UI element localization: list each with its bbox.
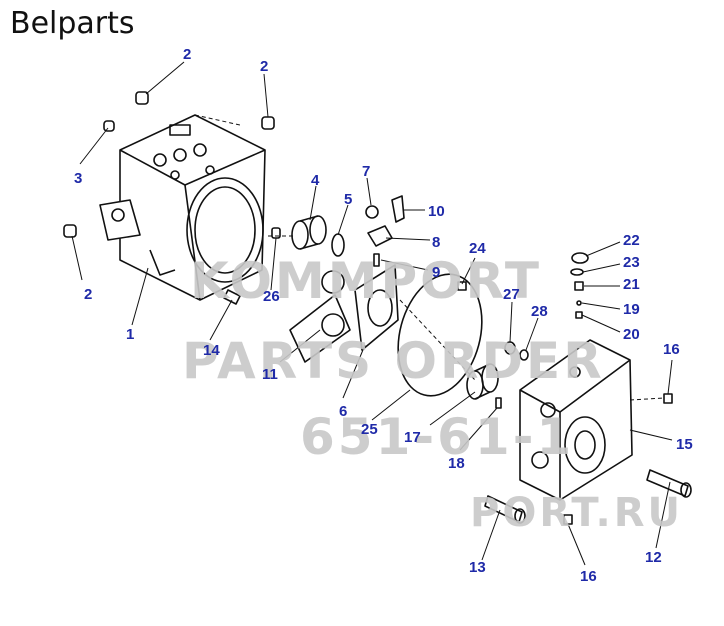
callout-28: 28 xyxy=(531,303,548,320)
block-8 xyxy=(367,225,393,247)
watermark-line-4: PORT.RU xyxy=(470,490,684,536)
bearing-4 xyxy=(291,215,327,250)
callout-1: 1 xyxy=(126,326,135,343)
callout-4: 4 xyxy=(311,172,320,189)
callout-8: 8 xyxy=(432,234,441,251)
swash-plate-6 xyxy=(354,264,399,351)
plug-20 xyxy=(575,311,583,319)
callout-12: 12 xyxy=(645,549,662,566)
callout-19: 19 xyxy=(623,301,640,318)
callout-10: 10 xyxy=(428,203,445,220)
callout-17: 17 xyxy=(404,429,421,446)
pin-14 xyxy=(223,289,241,305)
pin-18 xyxy=(495,397,502,409)
bolt-13 xyxy=(484,495,523,523)
callout-25: 25 xyxy=(361,421,378,438)
callout-16-top: 16 xyxy=(663,341,680,358)
shoe-plate-11 xyxy=(289,294,351,363)
ring-23 xyxy=(570,268,584,276)
callout-26: 26 xyxy=(263,288,280,305)
callout-18: 18 xyxy=(448,455,465,472)
callout-7: 7 xyxy=(362,163,371,180)
callout-23: 23 xyxy=(623,254,640,271)
ball-19 xyxy=(576,300,582,306)
callout-21: 21 xyxy=(623,276,640,293)
callout-15: 15 xyxy=(676,436,693,453)
bolt-10 xyxy=(391,195,405,223)
pump-housing xyxy=(99,114,266,301)
ball-7 xyxy=(365,205,379,219)
watermark-line-3: 651-61-1 xyxy=(300,408,575,466)
watermark-line-2: PARTS ORDER xyxy=(182,332,605,390)
plug-3 xyxy=(103,120,115,132)
end-cover-15 xyxy=(519,339,633,501)
callout-2-right: 2 xyxy=(260,58,269,75)
pin-9 xyxy=(373,253,380,267)
callout-13: 13 xyxy=(469,559,486,576)
bushing-17 xyxy=(466,363,499,400)
callout-27: 27 xyxy=(503,286,520,303)
plug-16-top xyxy=(663,393,673,404)
callout-11: 11 xyxy=(262,366,278,383)
callout-24: 24 xyxy=(469,240,486,257)
ring-28 xyxy=(519,349,529,361)
gasket-25 xyxy=(397,273,483,397)
callout-14: 14 xyxy=(203,342,220,359)
plug-2-top xyxy=(135,91,149,105)
watermark-line-1: KOMMPORT xyxy=(190,252,543,310)
callout-20: 20 xyxy=(623,326,640,343)
plug-21 xyxy=(574,281,584,291)
callout-2-top: 2 xyxy=(183,46,192,63)
callout-3: 3 xyxy=(74,170,83,187)
callout-5: 5 xyxy=(344,191,353,208)
callout-2-left: 2 xyxy=(84,286,93,303)
callout-6: 6 xyxy=(339,403,348,420)
page-title: Belparts xyxy=(10,6,135,41)
cap-22 xyxy=(571,252,589,264)
callout-16-bottom: 16 xyxy=(580,568,597,585)
plug-2-right xyxy=(261,116,275,130)
plug-2-left xyxy=(63,224,77,238)
callout-9: 9 xyxy=(432,264,441,281)
pin-24 xyxy=(457,281,467,291)
bolt-12 xyxy=(646,469,689,497)
callout-22: 22 xyxy=(623,232,640,249)
